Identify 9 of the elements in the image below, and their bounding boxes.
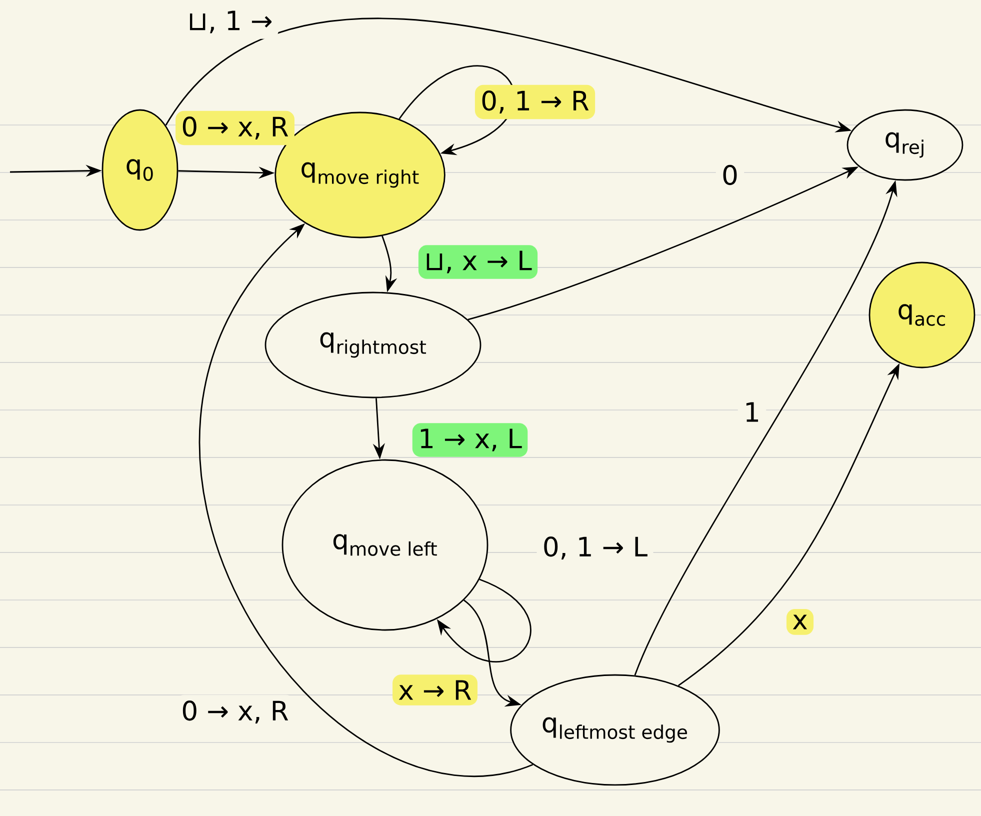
node-label: $\text{q}_{\text{rej}}$ bbox=[886, 132, 924, 158]
edge-label: 0, 1 → L bbox=[536, 530, 654, 566]
edge-label: 0, 1 → R bbox=[474, 84, 596, 120]
edge-label: ⊔, 1 → bbox=[182, 5, 278, 39]
edge-label: 1 → x, L bbox=[412, 423, 528, 457]
edge-label: ⊔, x → L bbox=[418, 245, 538, 279]
edge-label: 0 → x, R bbox=[176, 110, 294, 146]
edge-label: x → R bbox=[392, 674, 478, 706]
edge-label: 0 → x, R bbox=[176, 694, 294, 730]
